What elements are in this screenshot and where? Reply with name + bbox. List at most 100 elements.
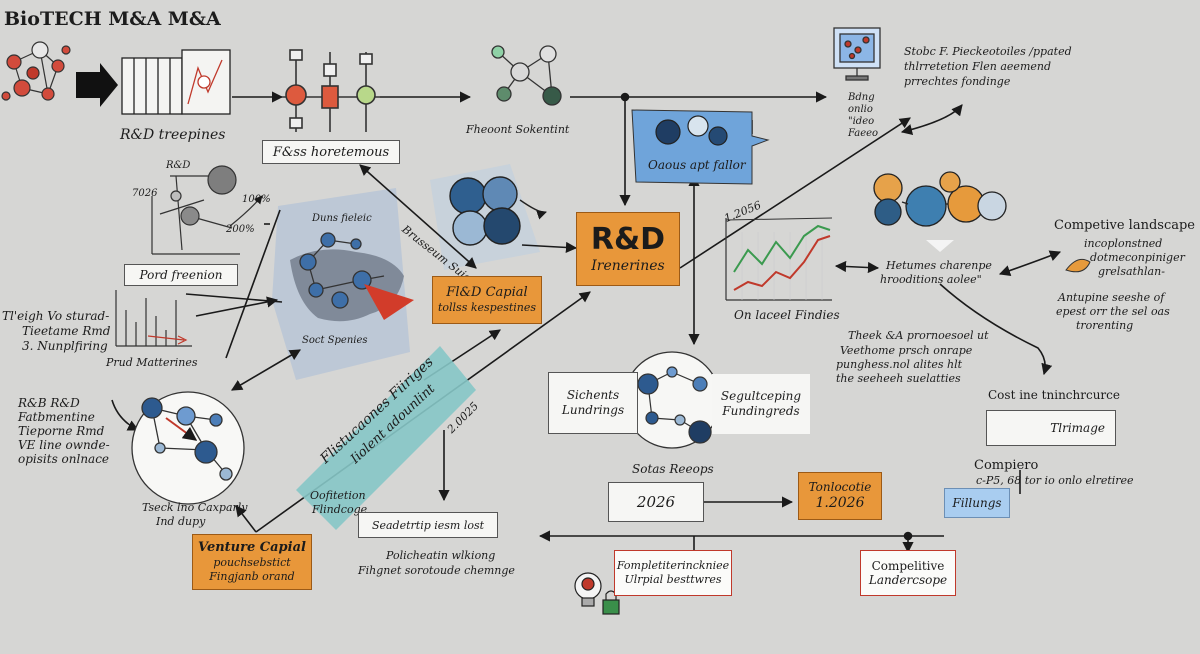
sotas-label: Sotas Reeops	[632, 462, 714, 476]
pct-label-1: 7026	[132, 188, 158, 199]
sichents-box: Sichents Lundrings	[548, 372, 638, 434]
on-laceel-label: On laceel Findies	[734, 308, 840, 322]
btng-line-1: Bdng	[848, 92, 875, 103]
prod-mat-label: Prud Matterines	[106, 356, 198, 369]
big-arrow-icon	[76, 63, 118, 107]
policheatin-line-2: Fihgnet sorotoude chemnge	[358, 564, 515, 577]
hetumes-line-1: Hetumes charenpe	[886, 259, 992, 272]
right-connectors	[939, 250, 1062, 376]
dune-label: Duns fieleic	[312, 213, 372, 224]
triimage-box: Tlrimage	[986, 410, 1116, 446]
rb-line-3: Tieporne Rmd	[18, 424, 105, 438]
hetumes-line-2: hrooditions aolee"	[880, 273, 982, 286]
tleigh-line-2: Tieetame Rmd	[22, 324, 111, 338]
line-chart-icon	[725, 217, 833, 301]
tonlocotie-line-2: 1.2026	[815, 495, 865, 511]
triimage-label: Tlrimage	[1050, 420, 1105, 435]
fompet-box: Fompletiterinckniee Ulrpial besttwres	[614, 550, 732, 596]
coot-label: Cost ine tninchrcurce	[988, 388, 1120, 402]
competive-box: Compelitive Landercsope	[860, 550, 956, 596]
computer-monitor-icon	[833, 27, 881, 81]
teal-line-3: Oofitetion	[310, 489, 366, 502]
rb-line-2: Fatbmentine	[18, 410, 95, 424]
segultep-box: Segultceping Fundingreds	[712, 374, 810, 434]
theek-line-1: Theek &A prornoesoel ut	[848, 329, 989, 342]
rb-line-5: opisits onlnace	[18, 452, 110, 466]
tseck-line-1: Tseck lno Caxparly	[142, 501, 248, 514]
venture-sub-1: pouchsebstict	[213, 556, 291, 569]
teal-ribbon	[296, 346, 476, 530]
theek-line-2: Veethome prsch onrape	[840, 344, 973, 357]
bulb-lock-icon	[574, 572, 620, 615]
compiero-line-2: c-P5, 68 tor io onlo elretiree	[976, 474, 1134, 487]
fompet-line-2: Ulrpial besttwres	[624, 573, 722, 586]
antupine-line-3: trorenting	[1076, 319, 1134, 332]
rd-center-sub: Irenerines	[591, 258, 665, 274]
rd-treepines-label: R&D treepines	[120, 127, 226, 143]
sichents-line-2: Lundrings	[561, 403, 625, 417]
tonlocotie-box: Tonlocotie 1.2026	[798, 472, 882, 520]
seadetrip-box: Seadetrtip iesm lost	[358, 512, 498, 538]
segultep-line-1: Segultceping	[720, 389, 802, 403]
competive-title: Competive landscape	[1054, 218, 1195, 233]
tseck-line-2: Ind dupy	[156, 515, 206, 528]
fheoont-label: Fheoont Sokentint	[466, 123, 570, 136]
antupine-line-2: epest orr the sel oas	[1056, 305, 1170, 318]
btng-line-2: onlio	[848, 104, 873, 115]
rd-irenerines-box: R&D Irenerines	[576, 212, 680, 286]
chart-to-hetumes-arrow	[834, 260, 880, 274]
network-circle-left	[131, 391, 245, 505]
competive-box-line-1: Compelitive	[871, 559, 945, 573]
theek-line-3: punghess.nol alites hlt	[836, 358, 963, 371]
policheatin-line-1: Policheatin wlkiong	[386, 549, 496, 562]
venture-title: Venture Capial	[198, 540, 306, 555]
stobc-line-1: Stobc F. Pieckeotoiles /ppated	[904, 45, 1072, 58]
rd-capital-box: Fl&D Capial tollss kespestines	[432, 276, 542, 324]
competive-box-line-2: Landercsope	[868, 573, 948, 587]
rb-line-4: VE line ownde-	[18, 438, 110, 452]
molecule-icon	[1, 41, 71, 101]
pord-freenion-box: Pord freenion	[124, 264, 238, 286]
page-title: BioTECH M&A M&A	[4, 8, 221, 30]
fillungs-box: Fillungs	[944, 488, 1010, 518]
antupine-line-1: Antupine seeshe of	[1058, 291, 1165, 304]
soct-label: Soct Spenies	[302, 335, 368, 346]
bar-chart-icon	[115, 290, 192, 347]
rd-center-title: R&D	[590, 222, 666, 257]
compiero-line-1: Compiero	[974, 458, 1039, 473]
right-globe-cluster	[873, 171, 1007, 252]
fompet-line-1: Fompletiterinckniee	[616, 559, 730, 572]
stobc-line-2: thlrretetion Flen aeemend	[904, 60, 1052, 73]
tleigh-line-3: 3. Nunplfiring	[22, 339, 108, 353]
lemon-icon	[1065, 258, 1091, 273]
year-2026-box: 2026	[608, 482, 704, 522]
venture-capital-box: Venture Capial pouchsebstict Fingjanb or…	[192, 534, 312, 590]
btng-line-4: Faeeo	[848, 128, 879, 139]
tleigh-line-1: Tl'eigh Vo sturad-	[2, 309, 110, 323]
rd-capital-title: Fl&D Capial	[446, 285, 528, 300]
pipeline-node-icon	[282, 49, 380, 132]
venture-sub-2: Fingjanb orand	[209, 570, 295, 583]
oaous-label: Oaous apt fallor	[648, 158, 746, 172]
stobc-line-3: prrechtes fondinge	[904, 75, 1011, 88]
network-molecule-icon	[491, 45, 562, 106]
teal-line-4: Flindcoge	[312, 503, 368, 516]
tonlocotie-line-1: Tonlocotie	[808, 480, 872, 494]
segultep-line-2: Fundingreds	[722, 404, 800, 418]
competive-line-3: dotmeconpiniger	[1090, 251, 1185, 264]
theek-line-4: the seeheeh suelatties	[836, 372, 961, 385]
curve-arrow-top-right	[900, 104, 963, 135]
pipeline-cabinet-icon	[121, 49, 231, 115]
pct-label-2: 100%	[242, 194, 271, 205]
sichents-line-1: Sichents	[566, 388, 620, 402]
fass-box: F&ss horetemous	[262, 140, 400, 164]
top-flow-connector	[232, 91, 828, 207]
btng-line-3: "ideo	[848, 116, 875, 127]
network-circle-center	[623, 351, 721, 449]
oaous-icon	[655, 115, 728, 146]
competive-line-2: incoplonstned	[1084, 237, 1163, 250]
rb-line-1: R&B R&D	[18, 396, 80, 410]
competive-line-4: grelsathlan-	[1098, 265, 1165, 278]
rd-small-label: R&D	[166, 160, 191, 171]
